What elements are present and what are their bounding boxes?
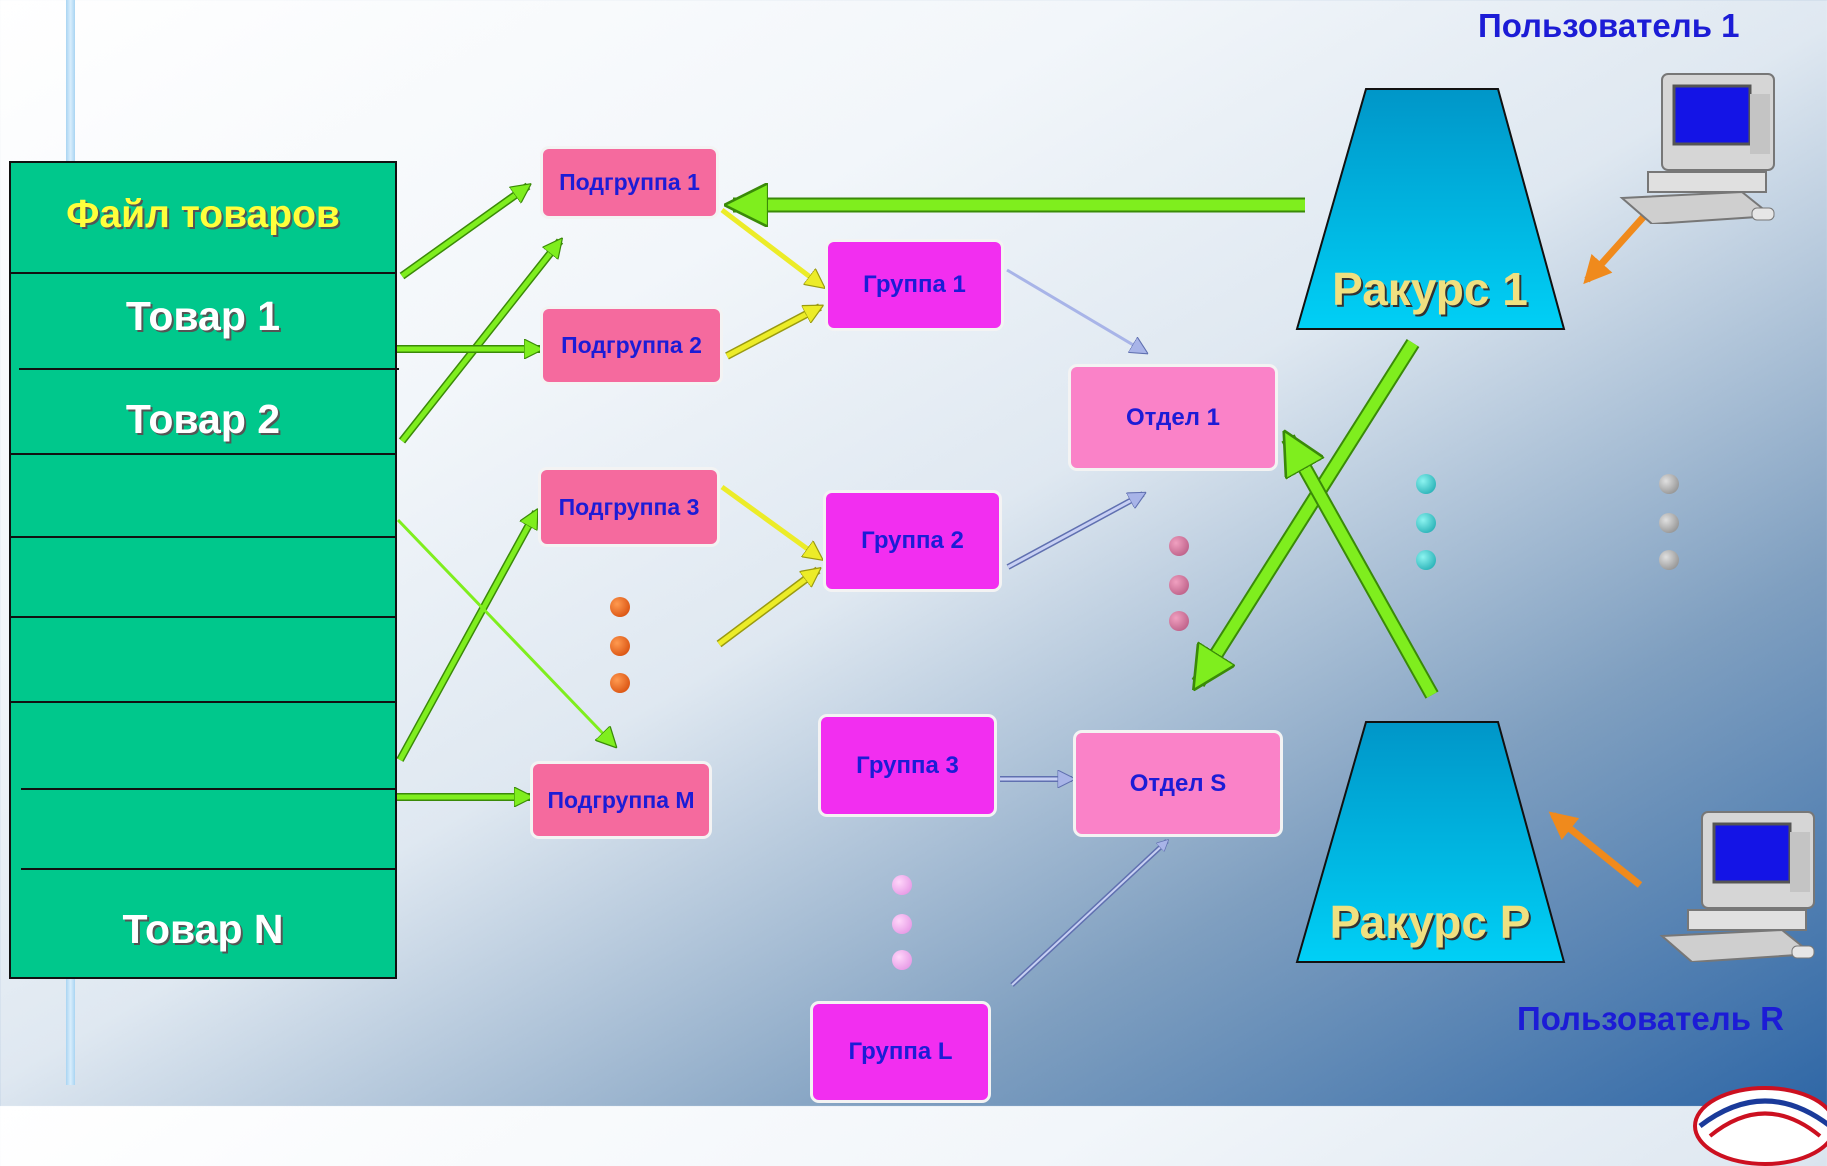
user-to-view-arrows (1548, 201, 1658, 888)
file-to-subgroup-arrows (396, 182, 614, 797)
subgroup-m: Подгруппа M (533, 764, 709, 836)
product-item-n: Товар N (122, 906, 284, 952)
subgroup-to-group-arrows (716, 208, 822, 648)
group-l: Группа L (813, 1004, 988, 1100)
group-2: Группа 2 (826, 493, 999, 589)
diagram-connectors (396, 88, 1658, 987)
subgroup-2: Подгруппа 2 (543, 309, 720, 382)
product-item-2: Товар 2 (125, 396, 281, 442)
file-title: Файл товаров (66, 193, 340, 236)
subgroup-1: Подгруппа 1 (543, 149, 716, 216)
computer-icon (1659, 811, 1815, 962)
group-3: Группа 3 (821, 717, 994, 814)
subgroup-3: Подгруппа 3 (541, 470, 717, 544)
computer-icon (1619, 73, 1775, 224)
department-s: Отдел S (1076, 733, 1280, 834)
department-1: Отдел 1 (1071, 367, 1275, 468)
group-1: Группа 1 (828, 242, 1001, 328)
view-to-department-arrows (1191, 338, 1439, 699)
view-p-label: Ракурс P (1329, 896, 1531, 948)
group-to-department-arrows (1000, 268, 1167, 987)
user-1-label: Пользователь 1 (1478, 7, 1740, 44)
view-1-label: Ракурс 1 (1332, 263, 1528, 315)
view-1-shape (1295, 88, 1566, 330)
user-r-label: Пользователь R (1517, 1000, 1785, 1037)
product-file-table: Файл товаров Товар 1 Товар 2 Товар N (9, 161, 399, 979)
view-p-shape (1295, 721, 1566, 963)
logo-icon (1693, 1086, 1827, 1166)
product-item-1: Товар 1 (125, 293, 281, 339)
